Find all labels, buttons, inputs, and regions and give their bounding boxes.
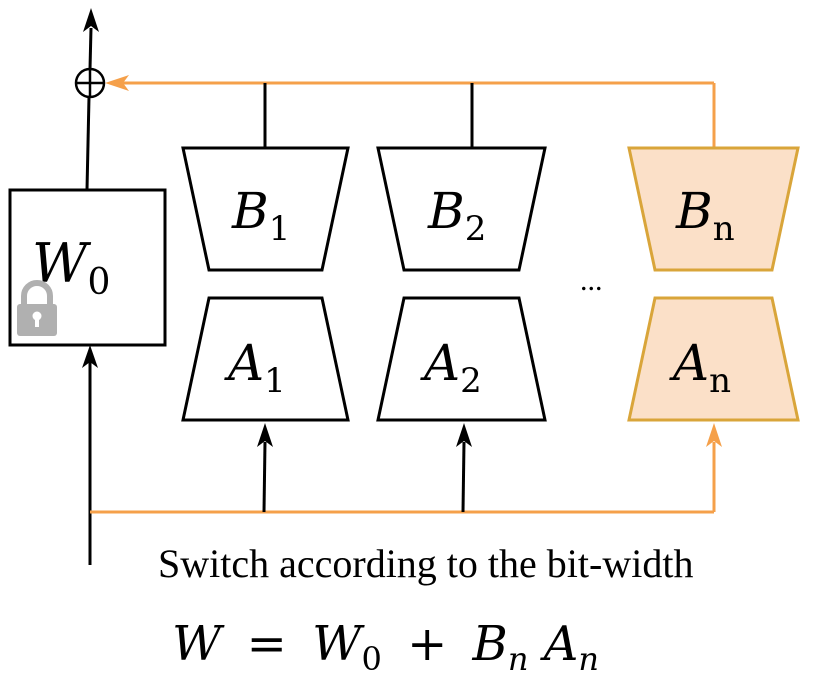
frozen-weight-label: W0 — [32, 232, 110, 303]
switch-return-arrowhead — [105, 75, 129, 91]
adapter1-b-trapezoid — [181, 146, 350, 272]
switch-caption: Switch according to the bit-width — [158, 541, 693, 586]
output-line — [88, 27, 93, 70]
adapter1-a-label: A1 — [224, 334, 286, 401]
adapter-n-b-label: Bn — [675, 182, 735, 249]
adapter1-b-label: B1 — [231, 182, 290, 249]
switch-up-arrowhead — [706, 423, 722, 447]
frozen-weight-box — [8, 188, 167, 347]
adapter2-a-label: A2 — [420, 334, 482, 401]
lock-icon — [17, 280, 57, 336]
adapter1-a-trapezoid — [181, 296, 350, 422]
adapter-n-b-trapezoid — [627, 146, 800, 272]
adapter-ellipsis: ... — [580, 264, 603, 297]
adapter1-input-arrowhead — [257, 423, 273, 447]
output-arrowhead — [83, 8, 99, 32]
adapter-n-a-label: An — [669, 334, 731, 401]
input-arrowhead — [82, 345, 98, 368]
sum-operator — [74, 67, 106, 99]
equation: W = W0 + Bn An — [172, 616, 599, 677]
adapter2-b-trapezoid — [376, 146, 547, 272]
adapter1-input-line — [262, 441, 267, 513]
w0-output-line — [85, 96, 91, 191]
adapter-n-a-trapezoid — [627, 296, 800, 422]
adapter2-a-trapezoid — [376, 296, 547, 422]
adapter2-b-label: B2 — [427, 182, 486, 249]
adapter2-input-line — [461, 441, 466, 513]
adapter2-input-arrowhead — [456, 423, 472, 447]
